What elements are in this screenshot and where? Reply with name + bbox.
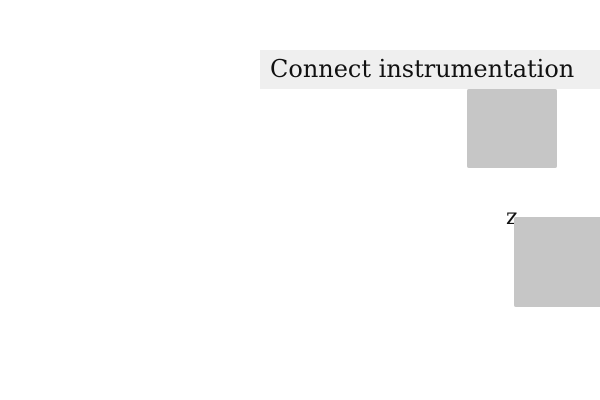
caption-bar: Connect instrumentation: [260, 50, 600, 89]
z-label: z: [506, 205, 518, 230]
caption-text: Connect instrumentation: [270, 55, 575, 83]
placeholder-tile-top[interactable]: [467, 89, 557, 168]
placeholder-tile-bottom[interactable]: [514, 217, 600, 307]
